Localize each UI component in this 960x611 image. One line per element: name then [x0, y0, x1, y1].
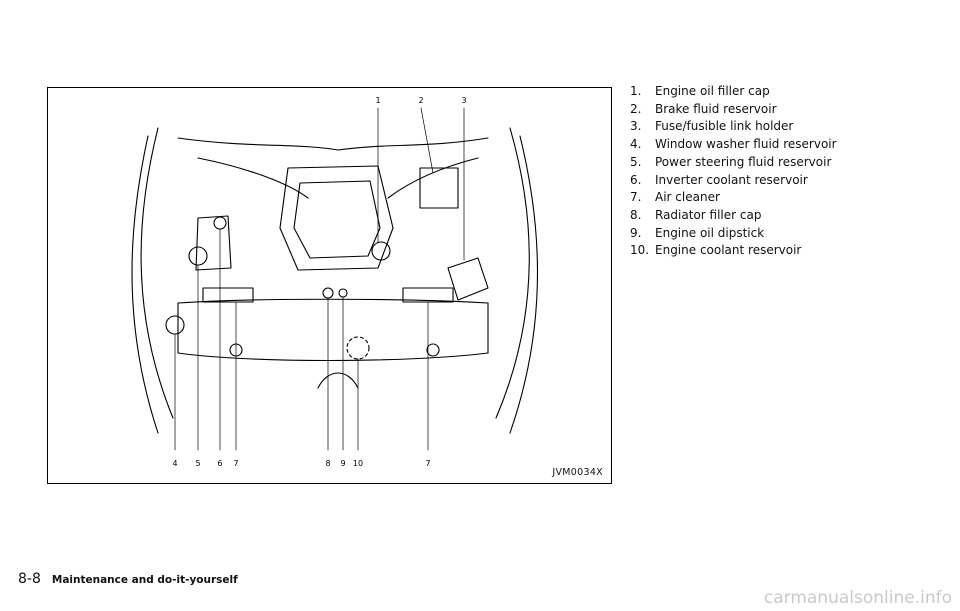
left-strut-brace — [197, 157, 309, 199]
inverter-reservoir-cap — [213, 216, 227, 230]
callout-3: 3 — [461, 96, 466, 105]
callout-7a: 7 — [233, 459, 238, 468]
brake-reservoir-shape — [419, 167, 459, 209]
legend-number: 7. — [630, 190, 642, 205]
callout-10: 10 — [353, 459, 363, 468]
left-fender-outline — [140, 127, 174, 419]
left-air-cleaner — [202, 287, 254, 303]
engine-cover-inner — [293, 180, 381, 259]
legend-text: Window washer fluid reservoir — [655, 137, 837, 152]
page-footer: 8-8 Maintenance and do-it-yourself — [18, 571, 238, 587]
callout-2: 2 — [418, 96, 423, 105]
legend-item: 2. Brake fluid reservoir — [630, 101, 837, 119]
component-legend: 1. Engine oil filler cap 2. Brake fluid re… — [630, 83, 837, 260]
callout-9: 9 — [340, 459, 345, 468]
right-fender-inner — [509, 135, 539, 434]
dipstick-shape — [338, 288, 348, 298]
legend-item: 1. Engine oil filler cap — [630, 83, 837, 101]
page-number: 8-8 — [18, 571, 41, 587]
engine-compartment-drawing: 1 2 3 4 5 6 7 8 9 10 7 — [131, 96, 539, 468]
figure-code: JVM0034X — [552, 467, 603, 478]
watermark: carmanualsonline.info — [763, 588, 952, 608]
legend-item: 5. Power steering fluid reservoir — [630, 154, 837, 172]
legend-text: Brake fluid reservoir — [655, 101, 777, 116]
engine-compartment-figure: 1 2 3 4 5 6 7 8 9 10 7 JVM0034X — [47, 87, 612, 484]
coolant-reservoir-shape — [346, 336, 370, 360]
right-strut-brace — [387, 157, 479, 199]
oil-filler-cap-shape — [371, 241, 391, 261]
fuse-box-shape — [447, 257, 489, 301]
section-title: Maintenance and do-it-yourself — [51, 574, 238, 586]
callout-5: 5 — [195, 459, 200, 468]
radiator-panel — [177, 298, 489, 362]
ps-reservoir-cap — [188, 246, 208, 266]
legend-item: 6. Inverter coolant reservoir — [630, 172, 837, 190]
callout-8: 8 — [325, 459, 330, 468]
legend-text: Air cleaner — [655, 190, 720, 205]
legend-text: Fuse/fusible link holder — [655, 119, 794, 134]
callout-7b: 7 — [425, 459, 430, 468]
legend-number: 1. — [630, 84, 642, 98]
legend-text: Engine oil dipstick — [655, 225, 765, 240]
legend-item: 4. Window washer fluid reservoir — [630, 136, 837, 154]
left-fender-inner — [131, 135, 159, 434]
legend-text: Radiator filler cap — [655, 207, 762, 222]
legend-number: 3. — [630, 119, 642, 134]
legend-text: Power steering fluid reservoir — [655, 154, 832, 169]
legend-number: 4. — [630, 137, 642, 152]
legend-item: 10. Engine coolant reservoir — [630, 242, 837, 260]
legend-item: 8. Radiator filler cap — [630, 207, 837, 225]
cowl-line — [177, 137, 489, 151]
legend-text: Inverter coolant reservoir — [655, 172, 808, 187]
callout-4: 4 — [172, 459, 177, 468]
washer-reservoir-cap — [165, 315, 185, 335]
legend-item: 3. Fuse/fusible link holder — [630, 118, 837, 136]
legend-number: 2. — [630, 101, 642, 116]
legend-item: 7. Air cleaner — [630, 189, 837, 207]
right-fender-outline — [495, 127, 530, 419]
radiator-cap-shape — [322, 287, 334, 299]
legend-number: 5. — [630, 154, 642, 169]
left-reservoir-shape — [195, 215, 232, 271]
leader-2 — [420, 107, 434, 174]
legend-number: 10. — [630, 243, 650, 258]
legend-text: Engine oil filler cap — [655, 84, 770, 98]
legend-number: 6. — [630, 172, 642, 187]
legend-number: 9. — [630, 225, 642, 240]
legend-item: 9. Engine oil dipstick — [630, 225, 837, 243]
legend-text: Engine coolant reservoir — [655, 243, 802, 258]
legend-number: 8. — [630, 207, 642, 222]
callout-1: 1 — [375, 96, 380, 105]
right-bumper-hole — [426, 343, 440, 357]
callout-6: 6 — [217, 459, 222, 468]
front-latch-area — [317, 372, 359, 389]
